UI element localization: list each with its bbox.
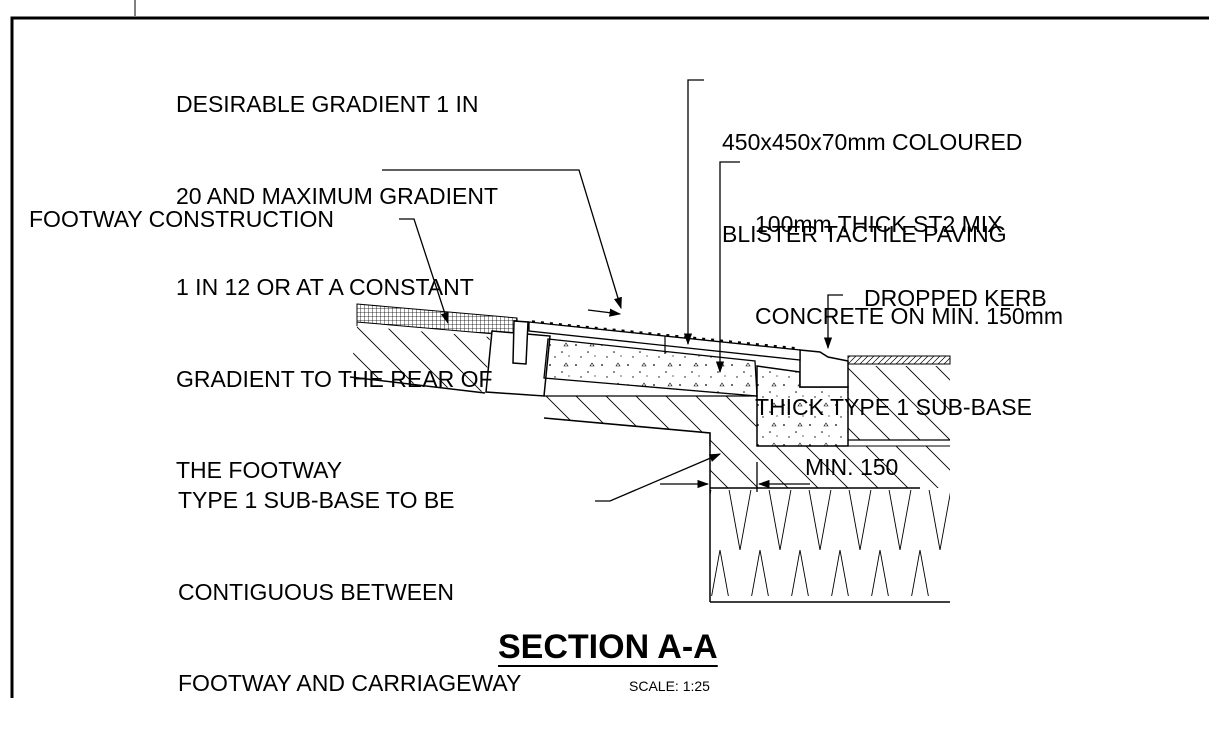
gradient-note-line-5: THE FOOTWAY (176, 457, 343, 483)
carriageway-base-hatch (848, 366, 950, 440)
gradient-note-line-4: GRADIENT TO THE REAR OF (176, 365, 493, 392)
dimension-label: MIN. 150 (805, 454, 899, 480)
subbase-note-line-3: FOOTWAY AND CARRIAGEWAY (178, 670, 522, 696)
gradient-note-line-1: DESIRABLE GRADIENT 1 IN (176, 91, 479, 117)
leader-lines (382, 79, 843, 502)
concrete-note-line-2: CONCRETE ON MIN. 150mm (755, 302, 1063, 329)
subbase-note-line-1: TYPE 1 SUB-BASE TO BE (178, 487, 455, 513)
gradient-note-line-2: 20 AND MAXIMUM GRADIENT (176, 182, 499, 209)
tactile-paving (528, 320, 801, 361)
dropped-kerb-label: DROPPED KERB (864, 285, 1047, 311)
tactile-note-line-2: BLISTER TACTILE PAVING (722, 220, 1007, 247)
gradient-arrow (587, 308, 622, 317)
concrete-note-line-3: THICK TYPE 1 SUB-BASE (755, 394, 1032, 420)
scale-label: SCALE: 1:25 (629, 678, 710, 694)
concrete-note-line-1: 100mm THICK ST2 MIX (755, 211, 1003, 237)
tactile-paving-note: 450x450x70mm COLOURED BLISTER TACTILE PA… (722, 66, 1022, 280)
gradient-note-line-3: 1 IN 12 OR AT A CONSTANT (176, 274, 474, 300)
carriageway-subbase-hatch (710, 446, 950, 488)
footway-subbase-hatch (350, 326, 490, 392)
sheet-border (10, 0, 1209, 698)
subbase-note-line-2: CONTIGUOUS BETWEEN (178, 578, 455, 605)
section-drawing (10, 0, 1209, 698)
subgrade-layer (710, 490, 950, 596)
concrete-note: 100mm THICK ST2 MIX CONCRETE ON MIN. 150… (755, 148, 1063, 453)
edging-kerb-upstand (512, 320, 529, 365)
gradient-note: DESIRABLE GRADIENT 1 IN 20 AND MAXIMUM G… (176, 28, 498, 516)
subbase-hatch (544, 396, 757, 446)
tactile-note-line-1: 450x450x70mm COLOURED (722, 129, 1023, 155)
footway-construction-label: FOOTWAY CONSTRUCTION (29, 206, 334, 232)
subbase-note: TYPE 1 SUB-BASE TO BE CONTIGUOUS BETWEEN… (178, 424, 521, 729)
dimension-min150 (660, 462, 810, 492)
carriageway-surface (847, 355, 951, 365)
section-title: SECTION A-A (498, 628, 718, 666)
